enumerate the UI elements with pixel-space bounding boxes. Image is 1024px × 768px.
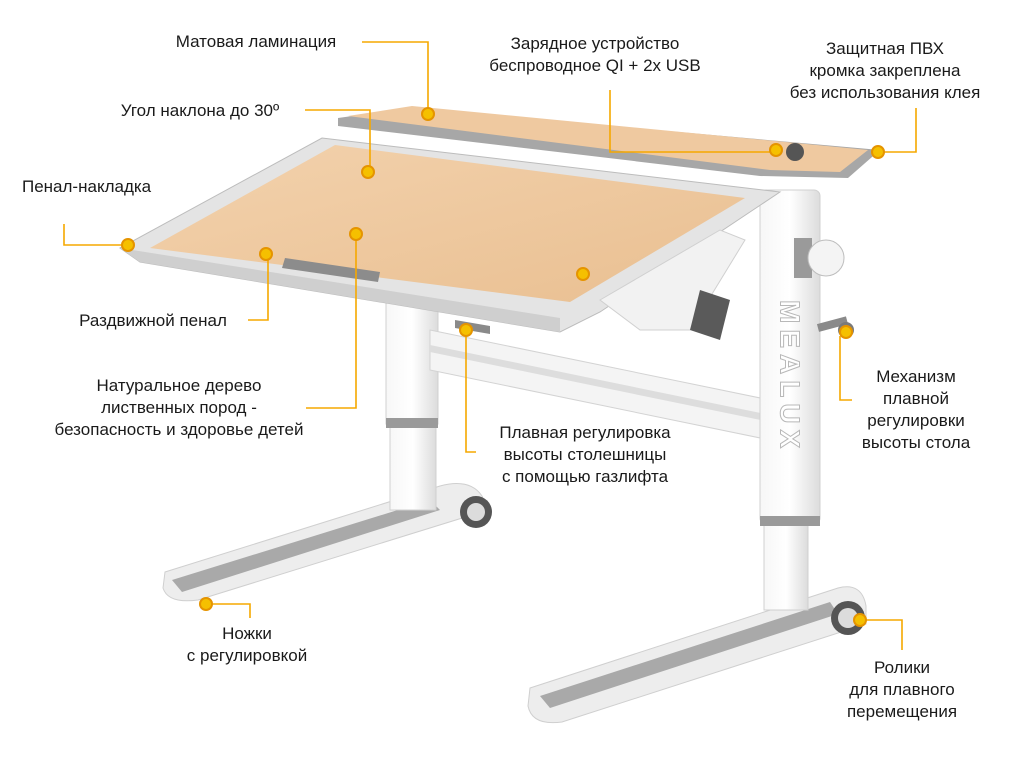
dot-sliding-case: [259, 247, 273, 261]
dot-pencil-overlay: [121, 238, 135, 252]
dot-pvc-edge: [871, 145, 885, 159]
label-adjustable-feet: Ножки с регулировкой: [186, 624, 308, 665]
dot-adjustable-feet: [199, 597, 213, 611]
dot-natural-wood: [349, 227, 363, 241]
label-casters: Ролики для плавного перемещения: [846, 658, 958, 721]
dot-height-mechanism: [839, 325, 853, 339]
right-foot: [527, 586, 867, 724]
label-gas-lift: Плавная регулировка высоты столешницы с …: [499, 423, 671, 486]
brand-mark: MEALUX: [775, 300, 806, 454]
dot-casters: [853, 613, 867, 627]
label-natural-wood: Натуральное дерево лиственных пород - бе…: [54, 376, 304, 439]
left-foot: [162, 483, 492, 602]
label-pvc-edge: Защитная ПВХ кромка закреплена без испол…: [789, 39, 981, 102]
wireless-charger-pad: [786, 143, 804, 161]
dot-tilt-angle: [361, 165, 375, 179]
dot-charger: [769, 143, 783, 157]
callout-dots: [121, 107, 885, 627]
tilt-knob[interactable]: [794, 238, 845, 278]
dot-gas-lift: [459, 323, 473, 337]
dot-wood-2: [576, 267, 590, 281]
label-pencil-overlay: Пенал-накладка: [22, 177, 152, 196]
main-tabletop: [119, 137, 782, 340]
label-matte-lamination: Матовая ламинация: [175, 32, 337, 51]
label-tilt-angle: Угол наклона до 30º: [120, 101, 280, 120]
dot-matte-lamination: [421, 107, 435, 121]
label-height-mechanism: Механизм плавной регулировки высоты стол…: [861, 367, 971, 452]
label-sliding-case: Раздвижной пенал: [79, 311, 227, 330]
label-charger: Зарядное устройство беспроводное QI + 2x…: [489, 34, 701, 75]
leader-lines: [63, 41, 917, 650]
shelf-top: [338, 106, 880, 178]
left-leg: [385, 299, 439, 511]
